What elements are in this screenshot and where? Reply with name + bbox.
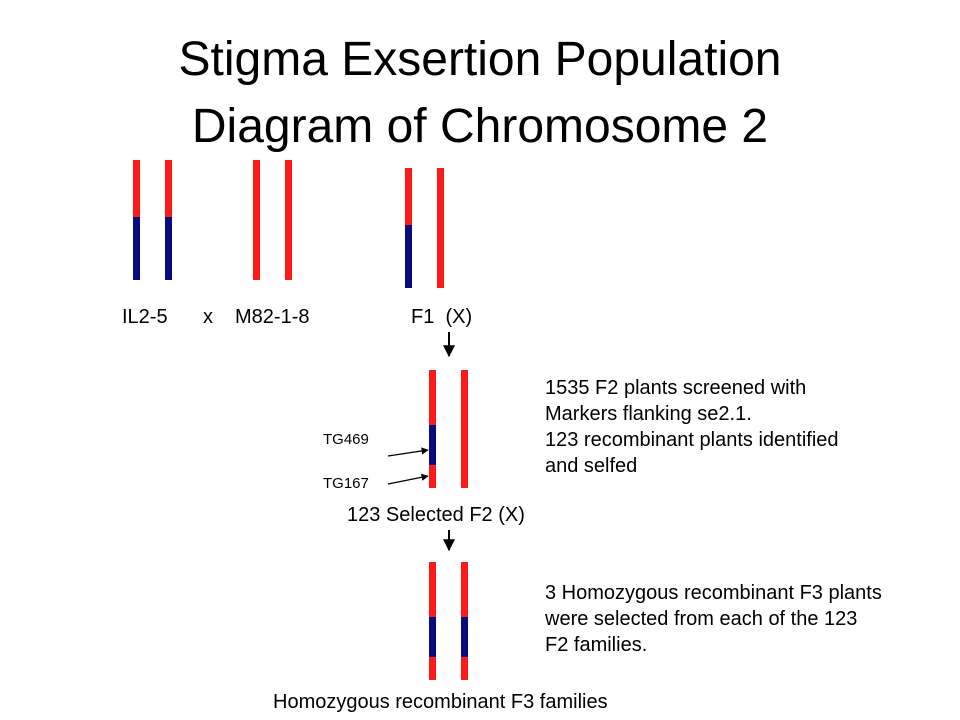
chromosome-red-segment bbox=[429, 465, 436, 488]
marker-label-tg167: TG167 bbox=[323, 475, 369, 492]
label-f1: F1 (X) bbox=[411, 306, 473, 328]
chromosome-red-segment bbox=[429, 562, 436, 617]
chromosome-red-segment bbox=[285, 160, 292, 280]
chromosome-red-segment bbox=[405, 168, 412, 225]
chromosome-red-segment bbox=[429, 370, 436, 425]
marker-label-tg469: TG469 bbox=[323, 431, 369, 448]
chromosome-red-segment bbox=[429, 657, 436, 680]
label-f2: 123 Selected F2 (X) bbox=[347, 504, 525, 526]
chromosome-red-segment bbox=[461, 562, 468, 617]
chromosome-blue-segment bbox=[405, 225, 412, 288]
label-m82: M82-1-8 bbox=[235, 306, 310, 328]
marker-arrow-tg469 bbox=[387, 447, 429, 457]
title-line-2: Diagram of Chromosome 2 bbox=[191, 100, 769, 153]
f3-chromosome-pair bbox=[429, 562, 468, 680]
chromosome-red-segment bbox=[165, 160, 172, 217]
note-screening-line: and selfed bbox=[545, 455, 638, 477]
f1-chromosome-pair bbox=[405, 168, 444, 288]
chromosome-blue-segment bbox=[429, 425, 436, 465]
note-screening-line: 123 recombinant plants identified bbox=[545, 429, 839, 451]
label-f3: Homozygous recombinant F3 families bbox=[273, 691, 608, 713]
marker-arrow-tg167 bbox=[387, 473, 429, 485]
note-screening: 1535 F2 plants screened with Markers fla… bbox=[545, 375, 839, 479]
note-screening-line: 1535 F2 plants screened with bbox=[545, 377, 807, 399]
chromosome-red-segment bbox=[461, 370, 468, 488]
chromosome-blue-segment bbox=[165, 217, 172, 280]
il2-5-chromosome-pair bbox=[133, 160, 172, 280]
label-cross: x bbox=[203, 306, 213, 328]
chromosome-red-segment bbox=[437, 168, 444, 288]
f2-chromosome-pair bbox=[429, 370, 468, 488]
label-il2-5: IL2-5 bbox=[122, 306, 168, 328]
chromosome-red-segment bbox=[133, 160, 140, 217]
m82-chromosome-pair bbox=[253, 160, 292, 280]
title-line-1: Stigma Exsertion Population bbox=[178, 33, 782, 86]
note-selection-line: 3 Homozygous recombinant F3 plants bbox=[545, 582, 882, 604]
chromosome-blue-segment bbox=[429, 617, 436, 657]
chromosome-red-segment bbox=[253, 160, 260, 280]
note-screening-line: Markers flanking se2.1. bbox=[545, 403, 752, 425]
note-selection: 3 Homozygous recombinant F3 plants were … bbox=[545, 580, 882, 658]
note-selection-line: were selected from each of the 123 bbox=[545, 608, 858, 630]
note-selection-line: F2 families. bbox=[545, 634, 648, 656]
chromosome-blue-segment bbox=[133, 217, 140, 280]
chromosome-red-segment bbox=[461, 657, 468, 680]
chromosome-blue-segment bbox=[461, 617, 468, 657]
